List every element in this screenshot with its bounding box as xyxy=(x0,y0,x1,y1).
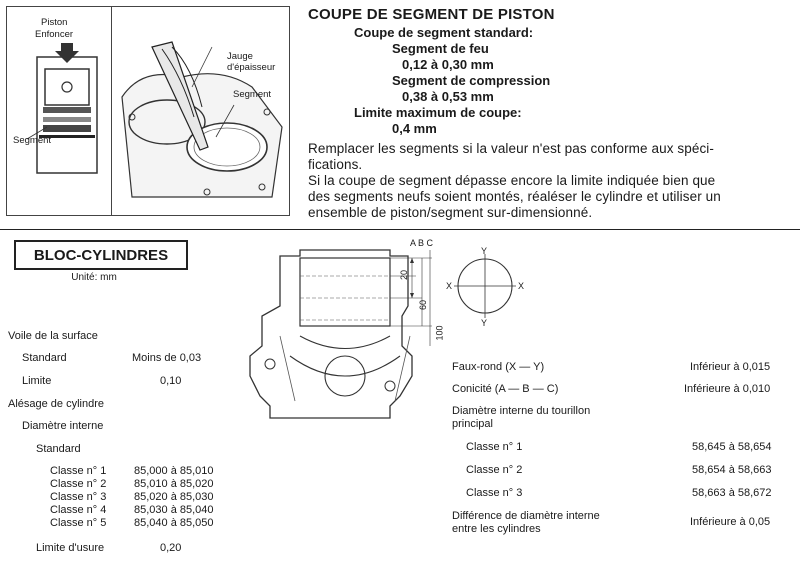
standard-value: Moins de 0,03 xyxy=(132,352,202,364)
diametre-heading: Diamètre interne xyxy=(22,420,104,432)
tourillon-heading-1: Diamètre interne du tourillon xyxy=(452,405,591,417)
diagram-letters: A B C xyxy=(410,238,434,248)
limite-label: Limite xyxy=(22,375,52,387)
illustration-divider xyxy=(111,7,112,215)
limit-label: Limite maximum de coupe: xyxy=(354,105,522,120)
feu-label: Segment de feu xyxy=(392,41,489,56)
tourillon-heading-2: principal xyxy=(452,418,493,430)
class-value: 85,010 à 85,020 xyxy=(134,478,214,490)
bloc-title: BLOC-CYLINDRES xyxy=(33,246,169,264)
diff-value: Inférieure à 0,05 xyxy=(690,516,771,528)
piston-push-drawing xyxy=(26,43,98,174)
label-segment-left: Segment xyxy=(13,135,52,146)
section-title: COUPE DE SEGMENT DE PISTON xyxy=(308,6,555,23)
class-value: 85,000 à 85,010 xyxy=(134,465,214,477)
faux-rond-value: Inférieur à 0,015 xyxy=(690,361,771,373)
axis-x-left: X xyxy=(446,281,453,291)
tourillon-class-value: 58,663 à 58,672 xyxy=(692,487,772,499)
dim-20: 20 xyxy=(399,269,410,281)
tourillon-class-label: Classe n° 3 xyxy=(466,487,523,499)
usure-value: 0,20 xyxy=(160,542,182,554)
voile-heading: Voile de la surface xyxy=(8,330,98,342)
label-piston: Piston xyxy=(41,17,68,28)
class-value: 85,030 à 85,040 xyxy=(134,504,214,516)
feu-value: 0,12 à 0,30 mm xyxy=(402,57,494,72)
label-segment-right: Segment xyxy=(233,89,272,100)
standard-label: Standard xyxy=(22,352,67,364)
unit-label: Unité: mm xyxy=(71,272,117,283)
tourillon-class-value: 58,654 à 58,663 xyxy=(692,464,772,476)
class-value: 85,040 à 85,050 xyxy=(134,517,214,529)
conicite-value: Inférieure à 0,010 xyxy=(684,383,771,395)
para-line-2: fications. xyxy=(308,157,363,172)
label-enfoncer: Enfoncer xyxy=(35,29,74,40)
label-jauge-2: d'épaisseur xyxy=(227,62,276,73)
conicite-label: Conicité (A — B — C) xyxy=(452,383,559,395)
faux-rond-label: Faux-rond (X — Y) xyxy=(452,361,545,373)
bloc-title-box: BLOC-CYLINDRES xyxy=(14,240,188,270)
class-label: Classe n° 3 xyxy=(50,491,107,503)
axis-y-top: Y xyxy=(481,246,488,256)
para-line-3: Si la coupe de segment dépasse encore la… xyxy=(308,173,716,188)
dim-60: 60 xyxy=(418,299,429,311)
diff-label-2: entre les cylindres xyxy=(452,523,541,535)
class-label: Classe n° 5 xyxy=(50,517,107,529)
usure-label: Limite d'usure xyxy=(36,542,105,554)
feeler-gauge-drawing xyxy=(121,41,283,198)
class-label: Classe n° 1 xyxy=(50,465,107,477)
diff-label-1: Différence de diamètre interne xyxy=(452,510,600,522)
limite-value: 0,10 xyxy=(160,375,182,387)
alesage-heading: Alésage de cylindre xyxy=(8,398,105,410)
illustration-panel: Piston Enfoncer Segment Jauge d'épaisseu… xyxy=(6,6,290,216)
para-line-1: Remplacer les segments si la valeur n'es… xyxy=(308,141,715,156)
label-jauge-1: Jauge xyxy=(227,51,253,62)
limit-value: 0,4 mm xyxy=(392,121,437,136)
compression-label: Segment de compression xyxy=(392,73,551,88)
axis-y-bottom: Y xyxy=(481,318,488,328)
axis-x-right: X xyxy=(518,281,525,291)
tourillon-class-value: 58,645 à 58,654 xyxy=(692,441,772,453)
class-label: Classe n° 4 xyxy=(50,504,107,516)
cylinder-block-diagram xyxy=(249,249,516,419)
class-value: 85,020 à 85,030 xyxy=(134,491,214,503)
standard-heading: Coupe de segment standard: xyxy=(354,25,534,40)
dim-100: 100 xyxy=(434,325,445,341)
standard2-heading: Standard xyxy=(36,443,81,455)
tourillon-class-label: Classe n° 1 xyxy=(466,441,523,453)
para-line-5: ensemble de piston/segment sur-dimension… xyxy=(308,205,593,220)
section-separator xyxy=(0,229,800,230)
para-line-4: des segments neufs soient montés, réalés… xyxy=(308,189,721,204)
compression-value: 0,38 à 0,53 mm xyxy=(402,89,494,104)
class-label: Classe n° 2 xyxy=(50,478,107,490)
tourillon-class-label: Classe n° 2 xyxy=(466,464,523,476)
